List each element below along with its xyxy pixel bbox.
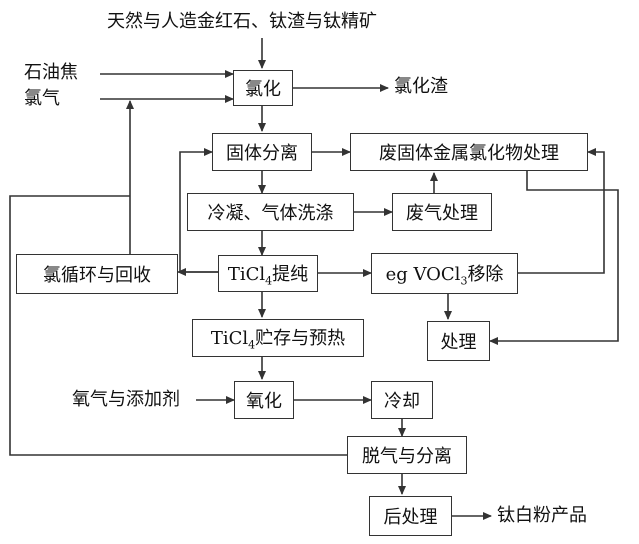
petroleum-coke-label: 石油焦 bbox=[24, 62, 78, 83]
cooling-label: 冷却 bbox=[384, 391, 420, 412]
degas-separation-box: 脱气与分离 bbox=[347, 436, 467, 474]
ticl4-storage-label: TiCl4贮存与预热 bbox=[210, 328, 346, 352]
arrow-vocl3-to-waste-solid bbox=[518, 148, 605, 274]
ticl4-purify-box: TiCl4提纯 bbox=[218, 255, 318, 292]
waste-solid-box: 废固体金属氯化物处理 bbox=[350, 133, 588, 171]
chlorination-slag-label: 氯化渣 bbox=[394, 76, 448, 97]
feedstock-label: 天然与人造金红石、钛渣与钛精矿 bbox=[107, 11, 377, 32]
oxidation-label: 氧化 bbox=[246, 391, 282, 412]
condense-wash-box: 冷凝、气体洗涤 bbox=[187, 193, 354, 231]
product-label: 钛白粉产品 bbox=[497, 505, 587, 526]
post-treatment-box: 后处理 bbox=[369, 496, 452, 536]
arrow-waste-solid-to-treatment bbox=[489, 171, 619, 345]
chlorine-recycle-box: 氯循环与回收 bbox=[16, 254, 178, 294]
line-degas-to-recycle bbox=[9, 195, 347, 456]
vocl3-removal-label: eg VOCl3移除 bbox=[385, 263, 504, 288]
solid-separation-box: 固体分离 bbox=[212, 133, 312, 171]
waste-solid-label: 废固体金属氯化物处理 bbox=[379, 143, 559, 164]
condense-wash-label: 冷凝、气体洗涤 bbox=[207, 203, 334, 224]
post-treatment-label: 后处理 bbox=[383, 507, 438, 528]
ticl4-purify-label: TiCl4提纯 bbox=[227, 263, 309, 288]
oxidation-box: 氧化 bbox=[234, 381, 294, 419]
ticl4-storage-box: TiCl4贮存与预热 bbox=[192, 319, 364, 357]
waste-gas-label: 废气处理 bbox=[406, 203, 478, 224]
solid-separation-label: 固体分离 bbox=[226, 143, 298, 164]
waste-gas-box: 废气处理 bbox=[392, 193, 492, 231]
chlorination-label: 氯化 bbox=[245, 79, 281, 100]
chlorine-gas-label: 氯气 bbox=[24, 88, 60, 109]
chlorination-box: 氯化 bbox=[233, 70, 293, 106]
treatment-box: 处理 bbox=[427, 321, 490, 361]
oxygen-additive-label: 氧气与添加剂 bbox=[72, 389, 180, 410]
chlorine-recycle-label: 氯循环与回收 bbox=[43, 265, 151, 286]
cooling-box: 冷却 bbox=[371, 381, 433, 419]
treatment-label: 处理 bbox=[440, 332, 477, 353]
vocl3-removal-box: eg VOCl3移除 bbox=[371, 253, 518, 294]
degas-separation-label: 脱气与分离 bbox=[362, 446, 452, 467]
